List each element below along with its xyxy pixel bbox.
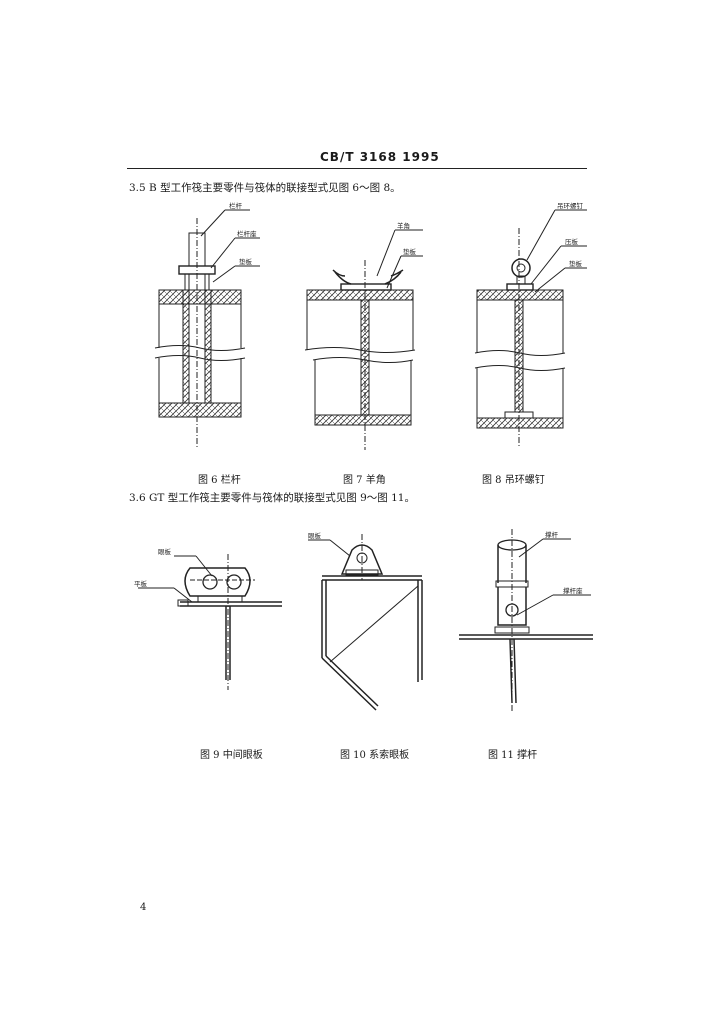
- label-eye-bolt: 吊环螺钉: [557, 201, 584, 210]
- label-eye-plate: 眼板: [158, 547, 172, 556]
- label-strut: 撑杆: [545, 530, 559, 539]
- header-rule: [127, 168, 587, 169]
- section-3-5: 3.5 B 型工作筏主要零件与筏体的联接型式见图 6～图 8。: [129, 182, 401, 194]
- label-cleat: 羊角: [397, 221, 410, 230]
- caption-fig-10: 图 10 系索眼板: [340, 750, 410, 761]
- figure-7-cleat: 羊角 垫板: [304, 221, 423, 450]
- caption-fig-9: 图 9 中间眼板: [200, 750, 263, 761]
- standard-number: CB/T 3168 1995: [320, 150, 440, 164]
- figure-11-strut: 撑杆 撑杆座: [459, 529, 593, 711]
- caption-fig-7: 图 7 羊角: [343, 475, 386, 486]
- figure-8-eye-bolt: 吊环螺钉 压板 垫板: [474, 201, 587, 448]
- figure-10-mooring-eye-plate: 眼板: [308, 531, 423, 711]
- label-pad: 垫板: [403, 247, 417, 256]
- label-railing: 栏杆: [229, 201, 243, 210]
- figure-9-middle-eye-plate: 眼板 平板: [134, 547, 282, 690]
- label-clamp-plate: 压板: [565, 237, 579, 246]
- label-flat-plate: 平板: [134, 579, 148, 588]
- caption-fig-6: 图 6 栏杆: [198, 475, 241, 486]
- section-3-6: 3.6 GT 型工作筏主要零件与筏体的联接型式见图 9～图 11。: [129, 492, 415, 504]
- label-pad: 垫板: [239, 257, 253, 266]
- figure-6-railing: 栏杆 栏杆座 垫板: [154, 201, 260, 448]
- label-eye-plate: 眼板: [308, 531, 322, 540]
- label-railing-seat: 栏杆座: [237, 229, 257, 238]
- page-number: 4: [140, 902, 147, 913]
- caption-fig-11: 图 11 撑杆: [488, 750, 538, 761]
- caption-fig-8: 图 8 吊环螺钉: [482, 475, 545, 486]
- label-strut-seat: 撑杆座: [563, 586, 583, 595]
- label-pad: 垫板: [569, 259, 583, 268]
